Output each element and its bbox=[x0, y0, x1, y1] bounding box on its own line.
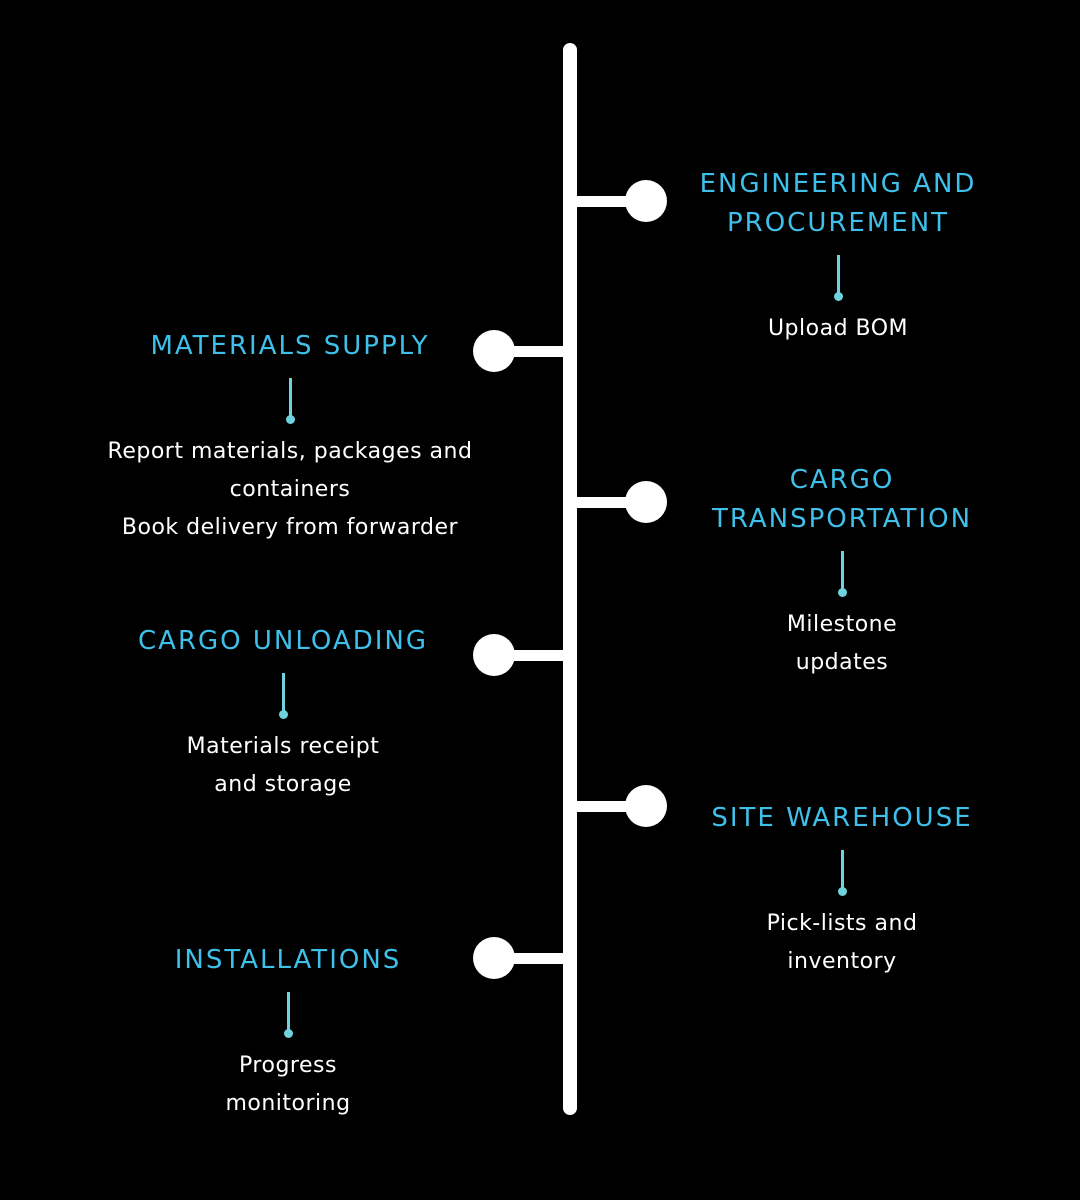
step-connector bbox=[278, 673, 288, 719]
step-connector bbox=[837, 850, 847, 896]
step-title: CARGO TRANSPORTATION bbox=[711, 465, 973, 534]
timeline-node bbox=[473, 634, 515, 676]
step-site-warehouse: SITE WAREHOUSE Pick-lists and inventory bbox=[692, 799, 992, 981]
step-description: Milestone updates bbox=[786, 612, 898, 675]
step-title: INSTALLATIONS bbox=[174, 945, 402, 975]
step-cargo-transportation: CARGO TRANSPORTATION Milestone updates bbox=[692, 461, 992, 682]
timeline-node bbox=[625, 481, 667, 523]
branch-connector bbox=[570, 196, 645, 207]
step-materials-supply: MATERIALS SUPPLY Report materials, packa… bbox=[65, 327, 515, 547]
timeline-spine bbox=[563, 43, 577, 1115]
step-connector bbox=[285, 378, 295, 424]
step-engineering-procurement: ENGINEERING AND PROCUREMENT Upload BOM bbox=[688, 165, 988, 348]
step-connector bbox=[833, 255, 843, 301]
step-title: ENGINEERING AND PROCUREMENT bbox=[699, 169, 977, 238]
step-title: MATERIALS SUPPLY bbox=[150, 331, 430, 361]
timeline-node bbox=[625, 785, 667, 827]
branch-connector bbox=[494, 650, 570, 661]
step-description: Report materials, packages and container… bbox=[107, 439, 473, 540]
step-description: Pick-lists and inventory bbox=[766, 911, 918, 974]
branch-connector bbox=[494, 346, 570, 357]
step-description: Upload BOM bbox=[767, 316, 909, 341]
step-connector bbox=[837, 551, 847, 597]
step-description: Materials receipt and storage bbox=[186, 734, 380, 797]
step-title: SITE WAREHOUSE bbox=[711, 803, 973, 833]
step-installations: INSTALLATIONS Progress monitoring bbox=[128, 941, 448, 1123]
step-connector bbox=[283, 992, 293, 1038]
step-description: Progress monitoring bbox=[225, 1053, 351, 1116]
branch-connector bbox=[494, 953, 570, 964]
timeline-node bbox=[473, 937, 515, 979]
step-title: CARGO UNLOADING bbox=[138, 626, 428, 656]
timeline-node bbox=[473, 330, 515, 372]
branch-connector bbox=[570, 497, 645, 508]
branch-connector bbox=[570, 801, 645, 812]
timeline-node bbox=[625, 180, 667, 222]
step-cargo-unloading: CARGO UNLOADING Materials receipt and st… bbox=[108, 622, 458, 804]
